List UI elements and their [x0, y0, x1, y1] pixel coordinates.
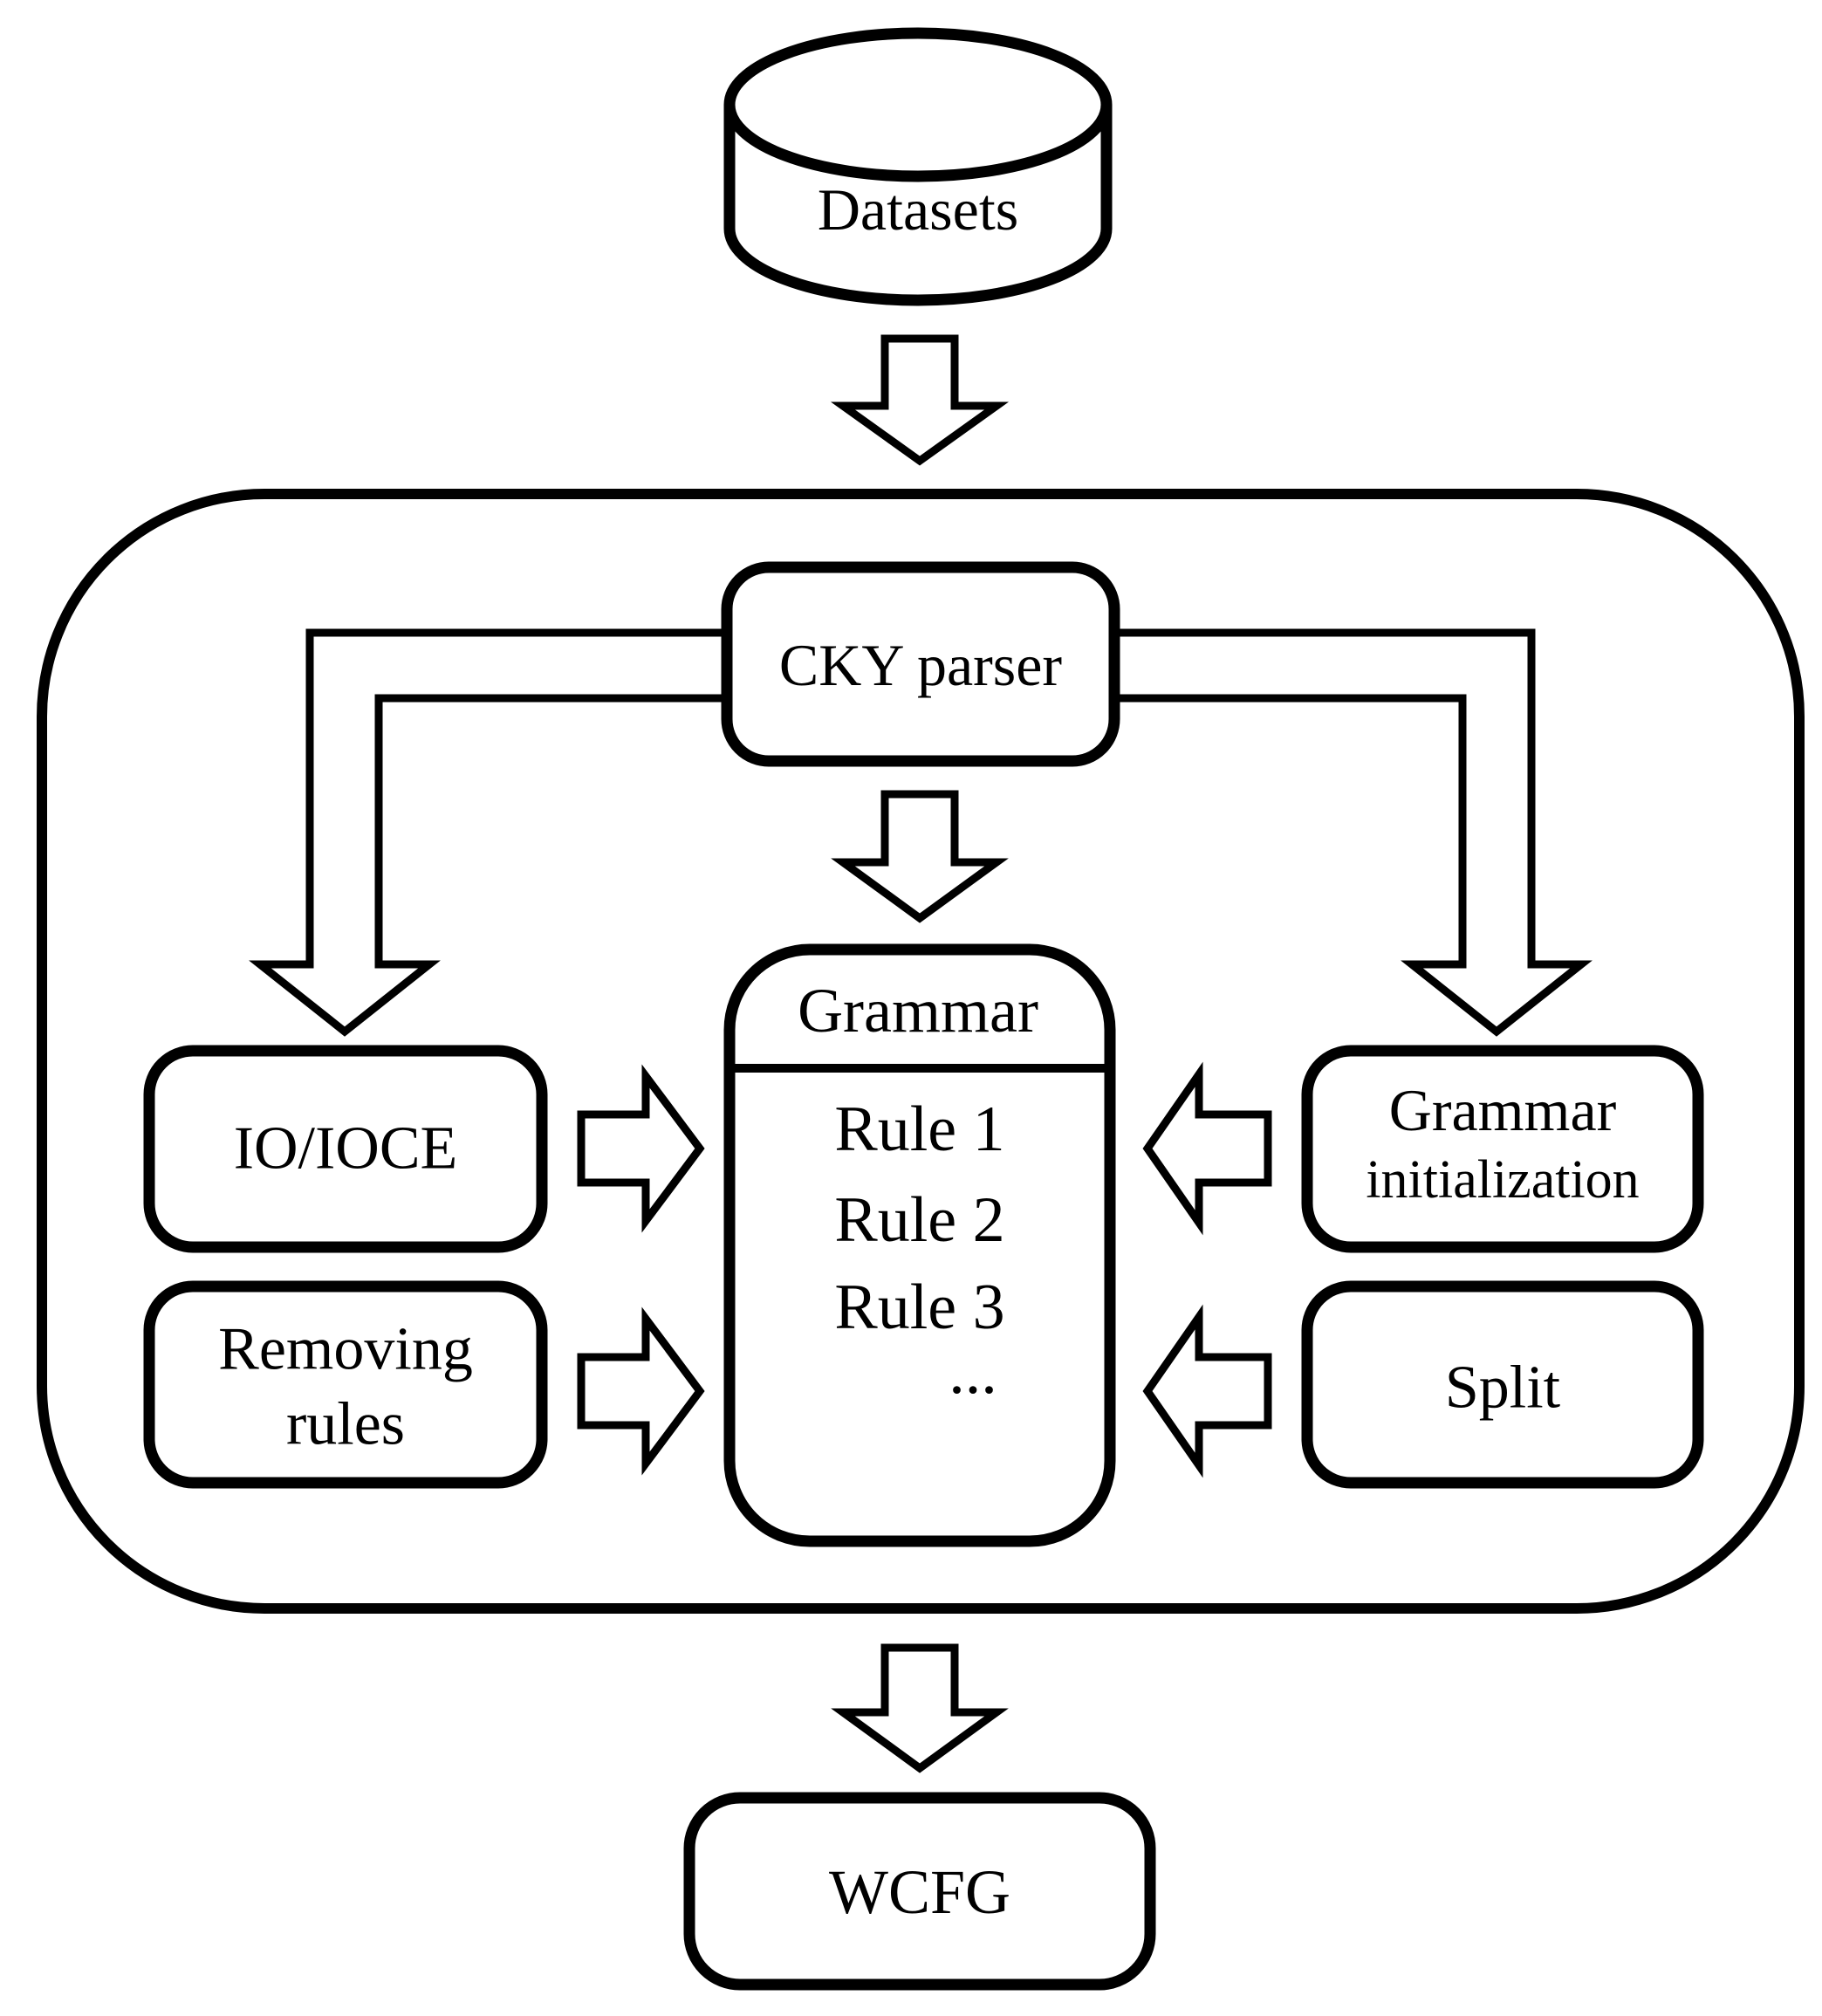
removing-rules-label-line2: rules: [286, 1391, 405, 1458]
flow-arrow-pipeline-to-wcfg: [831, 1643, 1009, 1773]
grammar-rule-3: Rule 3: [834, 1272, 1004, 1343]
removing-rules-node: Removing rules: [143, 1280, 548, 1489]
io-ioce-node: IO/IOCE: [143, 1045, 548, 1253]
split-label: Split: [1445, 1354, 1561, 1422]
cky-parser-node: CKY parser: [721, 561, 1120, 767]
arrow-grammar-initialization-to-grammar: [1142, 1061, 1272, 1236]
cky-parser-label: CKY parser: [779, 632, 1063, 698]
grammar-initialization-label-line1: Grammar: [1389, 1077, 1617, 1143]
arrow-io-ioce-to-grammar: [577, 1064, 705, 1233]
io-ioce-box: [143, 1045, 548, 1253]
split-box: [1301, 1280, 1704, 1489]
grammar-initialization-box: [1301, 1045, 1704, 1253]
grammar-ellipsis: ...: [949, 1336, 997, 1408]
arrow-removing-rules-to-grammar: [577, 1306, 705, 1476]
datasets-node: Datasets: [723, 27, 1113, 306]
grammar-box: [723, 943, 1116, 1547]
split-node: Split: [1301, 1280, 1704, 1489]
wcfg-node: WCFG: [683, 1792, 1156, 1991]
grammar-title: Grammar: [798, 976, 1038, 1046]
io-ioce-label: IO/IOCE: [234, 1115, 458, 1183]
flow-arrow-datasets-to-pipeline: [830, 334, 1010, 466]
elbow-arrow-cky-to-io-ioce: [249, 628, 746, 1037]
wcfg-label: WCFG: [829, 1857, 1010, 1927]
datasets-cylinder-top: [723, 27, 1113, 182]
grammar-initialization-node: Grammar initialization: [1301, 1045, 1704, 1253]
grammar-initialization-label-line2: initialization: [1366, 1150, 1639, 1210]
arrow-split-to-grammar: [1142, 1304, 1272, 1478]
wcfg-box: [683, 1792, 1156, 1991]
removing-rules-label-line1: Removing: [218, 1316, 473, 1383]
arrow-cky-to-grammar: [831, 790, 1009, 923]
elbow-arrow-cky-to-grammar-initialization: [1095, 628, 1593, 1037]
removing-rules-box: [143, 1280, 548, 1489]
cky-parser-box: [721, 561, 1120, 767]
grammar-rule-2: Rule 2: [834, 1184, 1004, 1256]
datasets-label: Datasets: [818, 176, 1018, 243]
grammar-node: Grammar Rule 1 Rule 2 Rule 3 ...: [723, 943, 1116, 1547]
grammar-rule-1: Rule 1: [834, 1094, 1004, 1165]
